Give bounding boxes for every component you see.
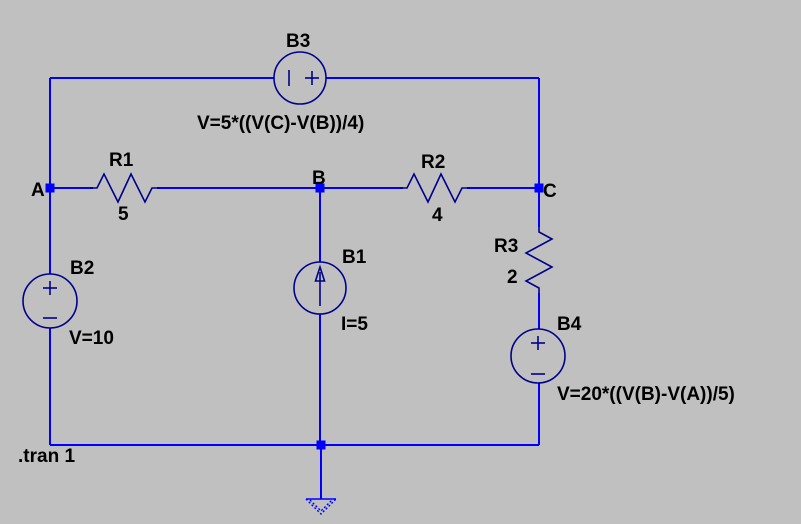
component-value[interactable]: 2 — [507, 267, 518, 288]
bv-source-b4[interactable]: B4 V=20*((V(B)-V(A))/5) — [510, 314, 735, 405]
plus-icon — [43, 281, 57, 295]
junction-node-b — [315, 183, 325, 193]
component-name[interactable]: R2 — [421, 152, 445, 173]
component-value[interactable]: V=5*((V(C)-V(B))/4) — [197, 113, 364, 134]
source-circle — [510, 328, 566, 384]
bv-source-b3[interactable]: B3 V=5*((V(C)-V(B))/4) — [197, 31, 364, 134]
resistor-r2[interactable]: R2 4 — [400, 152, 470, 226]
net-label-b[interactable]: B — [312, 168, 326, 189]
net-label-c[interactable]: C — [543, 181, 557, 202]
junction-node-a — [45, 183, 55, 193]
resistor-r3[interactable]: R3 2 — [494, 227, 554, 293]
component-value[interactable]: I=5 — [341, 314, 368, 335]
source-circle — [22, 273, 78, 329]
resistor-r1[interactable]: R1 5 — [90, 150, 160, 225]
component-value[interactable]: 4 — [432, 205, 443, 226]
arrow-up-icon — [314, 264, 326, 306]
spice-directive[interactable]: .tran 1 — [18, 446, 75, 467]
net-label-a[interactable]: A — [31, 180, 45, 201]
component-name[interactable]: B4 — [557, 314, 582, 335]
junction-node-c — [534, 183, 544, 193]
component-name[interactable]: B2 — [70, 258, 94, 279]
component-name[interactable]: B1 — [342, 247, 367, 268]
component-name[interactable]: R1 — [109, 150, 134, 171]
source-circle — [273, 51, 327, 105]
component-value[interactable]: V=10 — [69, 328, 114, 349]
bv-source-b2[interactable]: B2 V=10 — [22, 258, 114, 349]
component-value[interactable]: 5 — [118, 204, 129, 225]
junction-ground-node — [316, 440, 326, 450]
bi-source-b1[interactable]: B1 I=5 — [293, 247, 368, 335]
plus-icon — [531, 336, 545, 350]
plus-icon — [305, 71, 319, 85]
ground-icon[interactable] — [305, 498, 337, 515]
resistor-zigzag — [400, 172, 470, 204]
resistor-zigzag — [90, 172, 160, 204]
component-name[interactable]: B3 — [286, 31, 310, 52]
junctions — [45, 183, 544, 450]
component-value[interactable]: V=20*((V(B)-V(A))/5) — [557, 384, 735, 405]
component-name[interactable]: R3 — [494, 236, 518, 257]
resistor-zigzag — [524, 227, 554, 293]
